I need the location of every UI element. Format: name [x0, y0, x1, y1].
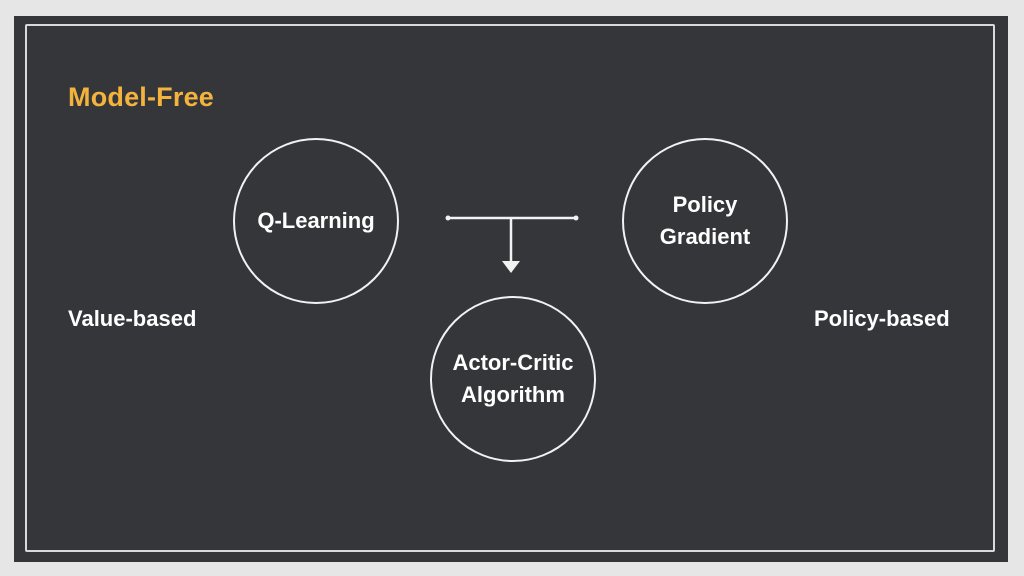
diagram-board: Model-Free Value-based Policy-based Q-Le…: [14, 16, 1008, 562]
chalk-frame: [25, 24, 995, 552]
q-learning-node: Q-Learning: [233, 138, 399, 304]
policy-gradient-node: Policy Gradient: [622, 138, 788, 304]
actor-critic-node: Actor-Critic Algorithm: [430, 296, 596, 462]
policy-based-label: Policy-based: [814, 306, 950, 331]
connector-right-dot: [573, 215, 579, 221]
slide-title: Model-Free: [68, 82, 215, 112]
policy-gradient-label: Policy Gradient: [659, 192, 751, 249]
arrow-down-icon: [502, 261, 520, 273]
q-learning-label: Q-Learning: [257, 208, 375, 233]
merge-connector: [445, 215, 579, 273]
connector-left-dot: [445, 215, 451, 221]
value-based-label: Value-based: [68, 306, 197, 331]
actor-critic-label: Actor-Critic Algorithm: [452, 350, 574, 407]
